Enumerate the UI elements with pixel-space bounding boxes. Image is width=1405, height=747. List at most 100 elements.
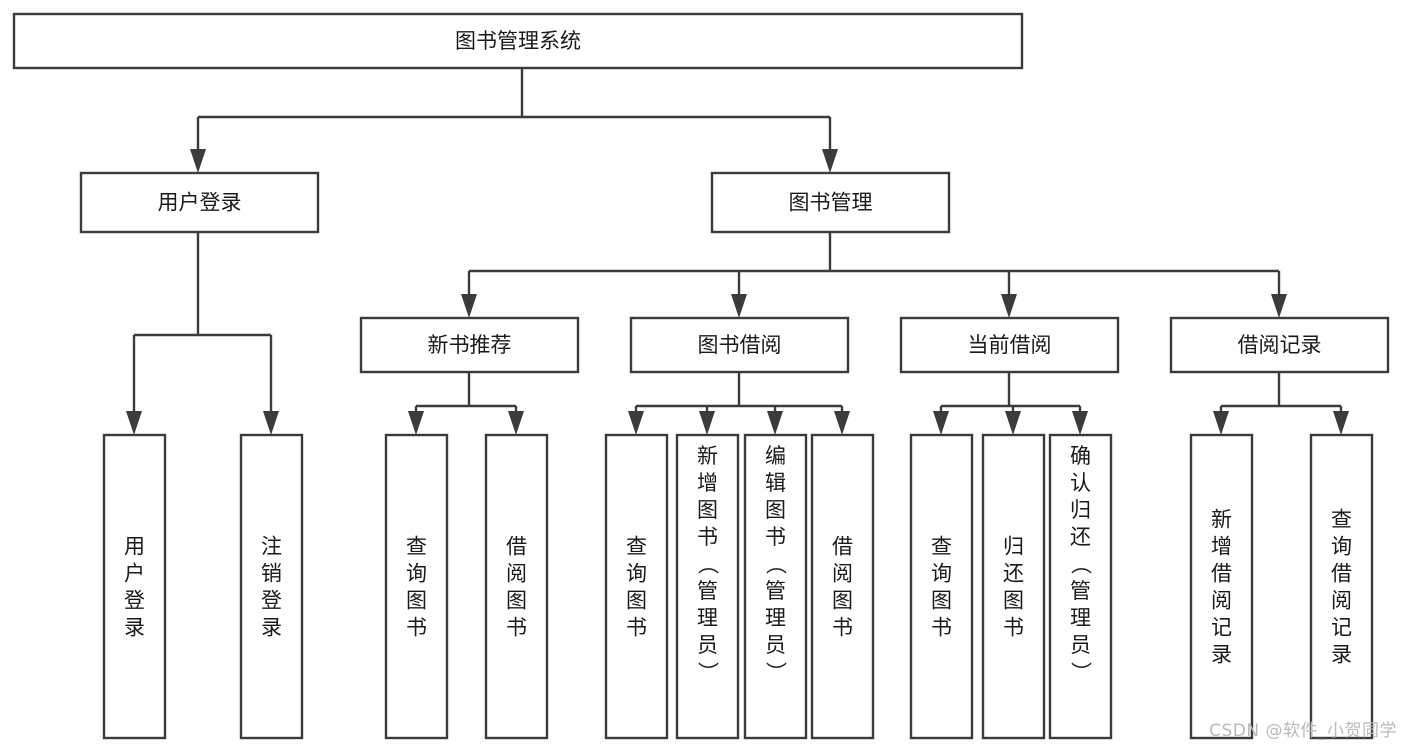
node-box[interactable] [810, 433, 875, 740]
node-label-char: ） [1069, 662, 1093, 683]
node-box[interactable] [12, 12, 1024, 70]
node-label-char: 记 [1331, 616, 1352, 640]
node-box[interactable] [359, 316, 580, 374]
node-label: 图书管理 [789, 191, 873, 215]
node-label-char: 书 [697, 525, 718, 549]
node-box[interactable] [604, 433, 669, 740]
node-label-char: 登 [124, 589, 145, 613]
node-label-char: 归 [1003, 535, 1024, 559]
node-label-char: 图 [765, 498, 786, 522]
node-new-book-recommend[interactable]: 新书推荐 [359, 316, 580, 374]
node-label-char: 查 [626, 535, 647, 559]
node-label: 借阅记录 [1238, 333, 1322, 357]
node-label-char: 图 [506, 589, 527, 613]
node-label-char: 图 [832, 589, 853, 613]
node-label-char: 管 [765, 579, 786, 603]
node-label-char: 辑 [765, 471, 786, 495]
node-label-char: 注 [261, 535, 282, 559]
node-label-char: 还 [1070, 525, 1091, 549]
node-root[interactable]: 图书管理系统 [12, 12, 1024, 70]
node-label-char: 理 [697, 606, 718, 630]
node-label-char: 书 [832, 616, 853, 640]
node-box[interactable] [1169, 316, 1390, 374]
node-book-borrow[interactable]: 图书借阅 [629, 316, 850, 374]
arrow-head-icon [1271, 294, 1287, 318]
node-label-char: 图 [931, 589, 952, 613]
node-label-char: 录 [261, 616, 282, 640]
node-label-char: 编 [765, 444, 786, 468]
node-box[interactable] [743, 433, 808, 740]
node-label: 图书借阅 [698, 333, 782, 357]
node-label: 新书推荐 [428, 333, 512, 357]
arrow-head-icon [834, 411, 850, 435]
node-label-char: 借 [506, 535, 527, 559]
arrow-head-icon [731, 294, 747, 318]
node-label-char: 理 [1070, 606, 1091, 630]
csdn-watermark: CSDN @软件_小贺同学 [1209, 721, 1397, 741]
node-current-borrow[interactable]: 当前借阅 [899, 316, 1120, 374]
node-book-manage[interactable]: 图书管理 [710, 171, 951, 234]
node-label-char: （ [764, 554, 788, 575]
node-label-char: 借 [1211, 562, 1232, 586]
node-box[interactable] [1189, 433, 1254, 740]
node-label-char: ） [764, 662, 788, 683]
node-user-login[interactable]: 用户登录 [79, 171, 320, 234]
node-label-char: ） [696, 662, 720, 683]
node-label-char: 阅 [832, 562, 853, 586]
node-label-char: 借 [1331, 562, 1352, 586]
arrow-head-icon [822, 149, 838, 173]
node-label-char: 图 [406, 589, 427, 613]
node-box[interactable] [899, 316, 1120, 374]
node-borrow-record[interactable]: 借阅记录 [1169, 316, 1390, 374]
node-label-char: 查 [406, 535, 427, 559]
node-label-char: 阅 [1331, 589, 1352, 613]
arrow-head-icon [126, 411, 142, 435]
arrow-head-icon [699, 411, 715, 435]
node-box[interactable] [1309, 433, 1374, 740]
node-box[interactable] [1048, 433, 1113, 740]
node-box[interactable] [629, 316, 850, 374]
node-label-char: 理 [765, 606, 786, 630]
node-box[interactable] [484, 433, 549, 740]
node-box[interactable] [79, 171, 320, 234]
node-box[interactable] [384, 433, 449, 740]
node-leaf-user-login[interactable]: 用户登录 [102, 433, 167, 740]
node-label-char: 员 [1070, 633, 1091, 657]
node-label-char: 增 [1211, 535, 1232, 559]
connector-current-borrow-to-leaves [933, 372, 1088, 435]
connectors-layer [126, 68, 1349, 435]
node-label-char: （ [1069, 554, 1093, 575]
node-box[interactable] [909, 433, 974, 740]
node-label-char: 查 [931, 535, 952, 559]
node-label: 当前借阅 [968, 333, 1052, 357]
node-box[interactable] [102, 433, 167, 740]
node-label-char: 新 [697, 444, 718, 468]
node-box[interactable] [239, 433, 304, 740]
node-box[interactable] [981, 433, 1046, 740]
node-label-char: 询 [626, 562, 647, 586]
node-label-char: 询 [931, 562, 952, 586]
node-box[interactable] [675, 433, 740, 740]
node-label-char: 图 [1003, 589, 1024, 613]
node-box[interactable] [710, 171, 951, 234]
node-label: 用户登录 [158, 191, 242, 215]
node-label-char: 户 [124, 562, 145, 586]
node-label-char: 书 [1003, 616, 1024, 640]
node-label-char: 管 [697, 579, 718, 603]
node-label-char: 用 [124, 535, 145, 559]
node-label-char: 登 [261, 589, 282, 613]
arrow-head-icon [1005, 411, 1021, 435]
